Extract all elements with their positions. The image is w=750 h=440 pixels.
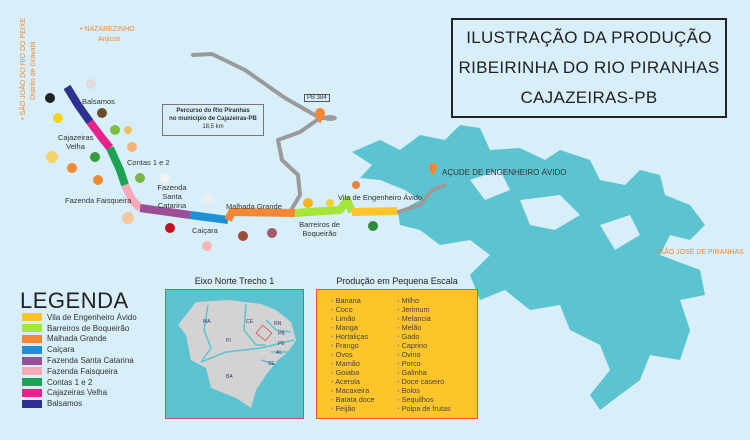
production-item: Hortaliças <box>331 332 375 341</box>
state-ma: MA <box>203 319 211 325</box>
production-item: Milho <box>397 296 451 305</box>
legend-label: Caiçara <box>47 345 75 355</box>
state-pi: PI <box>226 338 231 344</box>
legend-item: Barreiros de Boqueirão <box>22 323 137 334</box>
production-item: Doce caseiro <box>397 377 451 386</box>
production-item: Limão <box>331 314 375 323</box>
stop-malhada-grande: Malhada Grande <box>226 202 282 211</box>
stop-santa-catarina: Fazenda Santa Catarina <box>157 183 187 210</box>
production-item: Banana <box>331 296 375 305</box>
state-rn: RN <box>274 321 282 327</box>
title-line: CAJAZEIRAS-PB <box>520 88 658 107</box>
legend-label: Balsamos <box>47 399 83 409</box>
river-route <box>63 84 398 224</box>
legend-swatch <box>22 388 42 397</box>
legend-swatch <box>22 399 42 408</box>
production-item: Bolos <box>397 386 451 395</box>
legend-item: Malhada Grande <box>22 334 137 345</box>
produce-illustrations <box>45 79 378 251</box>
northeast-map: MA CE RN PB PE AL SE PI BA <box>178 300 296 408</box>
production-column-1: BananaCocoLimãoMangaHortaliçasFrangoOvos… <box>331 296 375 413</box>
production-item: Porco <box>397 359 451 368</box>
production-item: Macaxeira <box>331 386 375 395</box>
legend-swatch <box>22 378 42 387</box>
title-line: RIBEIRINHA DO RIO PIRANHAS <box>458 58 720 77</box>
legend-item: Fazenda Faisqueira <box>22 366 137 377</box>
production-item: Melancia <box>397 314 451 323</box>
production-item: Ovino <box>397 350 451 359</box>
production-item: Ovos <box>331 350 375 359</box>
road-label-pb384: PB 384 <box>304 94 330 102</box>
production-item: Caprino <box>397 341 451 350</box>
legend-label: Fazenda Faisqueira <box>47 366 118 376</box>
production-item: Acerola <box>331 377 375 386</box>
state-al: AL <box>276 350 282 356</box>
place-acude: AÇUDE DE ENGENHEIRO ÁVIDO <box>442 168 567 177</box>
production-item: Batata doce <box>331 395 375 404</box>
route-info-box: Percurso do Rio Piranhas no município de… <box>162 104 264 136</box>
route-info-line: Percurso do Rio Piranhas <box>176 108 250 114</box>
legend-swatch <box>22 345 42 354</box>
legend-swatch <box>22 356 42 365</box>
state-pe: PE <box>278 341 285 347</box>
inset-map: MA CE RN PB PE AL SE PI BA <box>165 289 304 419</box>
stop-barreiros: Barreiros de Boqueirão <box>299 220 340 238</box>
stop-cajazeiras-velha: Cajazeiras Velha <box>58 133 94 151</box>
production-title: Produção em Pequena Escala <box>336 276 458 286</box>
stop-faisqueira: Fazenda Faisqueira <box>65 196 132 205</box>
state-ba: BA <box>226 374 233 380</box>
legend-title: LEGENDA <box>20 288 129 313</box>
production-item: Sequilhos <box>397 395 451 404</box>
production-item: Mamão <box>331 359 375 368</box>
stop-vila: Vila de Engenheiro Ávido <box>338 193 423 202</box>
legend-label: Malhada Grande <box>47 334 107 344</box>
legend-label: Contas 1 e 2 <box>47 377 93 387</box>
production-item: Manga <box>331 323 375 332</box>
map-pins <box>315 108 437 176</box>
production-list: BananaCocoLimãoMangaHortaliçasFrangoOvos… <box>316 289 478 419</box>
place-sao-joao: • SÃO JOÃO DO RIO DO PEIXE <box>20 17 27 120</box>
place-distrito-gravata: Distrito de Gravatá <box>30 41 37 100</box>
state-se: SE <box>268 361 275 367</box>
production-item: Goiaba <box>331 368 375 377</box>
legend-swatch <box>22 334 42 343</box>
legend-item: Contas 1 e 2 <box>22 377 137 388</box>
production-item: Jerimum <box>397 305 451 314</box>
route-info-line: 18,5 km <box>202 124 224 130</box>
legend-label: Fazenda Santa Catarina <box>47 356 134 366</box>
legend-item: Fazenda Santa Catarina <box>22 355 137 366</box>
state-ce: CE <box>246 319 254 325</box>
inset-title: Eixo Norte Trecho 1 <box>194 276 275 286</box>
legend-item: Cajazeiras Velha <box>22 388 137 399</box>
legend-label: Barreiros de Boqueirão <box>47 323 130 333</box>
legend-swatch <box>22 324 42 333</box>
legend-item: Caiçara <box>22 344 137 355</box>
production-item: Coco <box>331 305 375 314</box>
production-item: Frango <box>331 341 375 350</box>
legend-label: Vila de Engenheiro Ávido <box>47 312 137 322</box>
production-item: Polpa de frutas <box>397 404 451 413</box>
legend-swatch <box>22 367 42 376</box>
stop-caicara: Caiçara <box>192 226 218 235</box>
legend-swatch <box>22 313 42 322</box>
map-title: ILUSTRAÇÃO DA PRODUÇÃO RIBEIRINHA DO RIO… <box>451 18 727 118</box>
state-pb: PB <box>278 331 285 337</box>
production-item: Feijão <box>331 404 375 413</box>
production-item: Gado <box>397 332 451 341</box>
place-anjicos: Anjicos <box>98 36 121 43</box>
production-column-2: MilhoJerimumMelanciaMelãoGadoCaprinoOvin… <box>397 296 451 413</box>
production-item: Melão <box>397 323 451 332</box>
place-nazarezinho: • NAZAREZINHO <box>80 26 135 33</box>
reservoir <box>352 125 705 410</box>
stop-contas: Contas 1 e 2 <box>127 158 170 167</box>
legend-label: Cajazeiras Velha <box>47 388 108 398</box>
legend-item: Vila de Engenheiro Ávido <box>22 312 137 323</box>
title-line: ILUSTRAÇÃO DA PRODUÇÃO <box>466 28 712 47</box>
place-sao-jose: • SÃO JOSÉ DE PIRANHAS <box>655 249 744 256</box>
production-item: Galinha <box>397 368 451 377</box>
stop-balsamos: Balsamos <box>82 97 115 106</box>
route-info-line: no município de Cajazeiras-PB <box>169 116 257 122</box>
legend-item: Balsamos <box>22 398 137 409</box>
